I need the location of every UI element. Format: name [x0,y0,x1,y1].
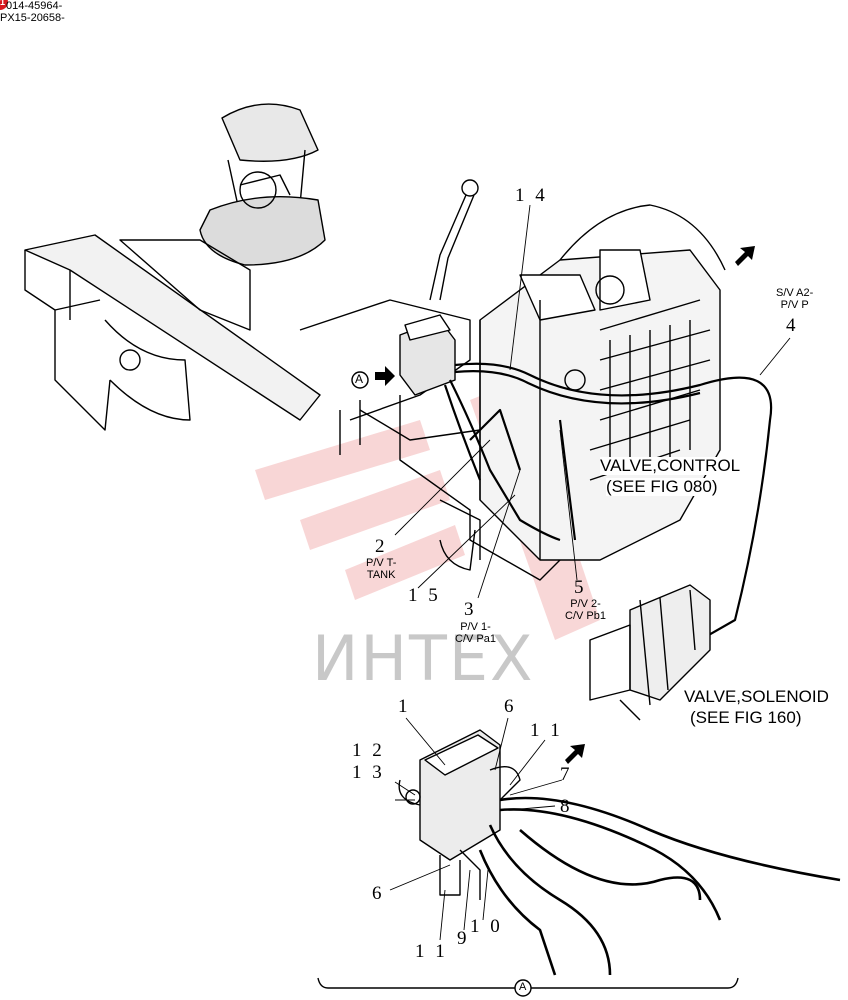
watermark-text: ИНТЕХ [312,622,535,695]
detail-callout-11b: 1 1 [415,941,448,962]
red-badge: 1 [0,0,8,10]
view-marker-detail: A [519,981,527,993]
callout-3-number: 3 [464,599,477,620]
detail-callout-6a: 6 [504,696,517,717]
hoses [443,362,773,641]
view-marker-circle [351,371,369,389]
solenoid-valve-ref-line1: VALVE,SOLENOID [684,687,829,706]
callout-3-text: P/V 1- C/V Pa1 [455,621,496,645]
control-valve-block [479,204,726,561]
solenoid-valve-ref-line2: (SEE FIG 160) [690,708,802,727]
arrow-northeast-icon-2 [565,744,585,764]
detail-marker-circle [514,979,532,997]
detail-callout-13: 1 3 [352,762,385,783]
leader-lines [389,204,791,941]
drawing-code-1: 014-45964- [6,0,63,12]
callout-5-text: P/V 2- C/V Pb1 [565,598,606,622]
callout-2-text: P/V T- TANK [366,557,397,581]
detail-bracket [317,977,739,989]
detail-callout-12: 1 2 [352,740,385,761]
control-valve-ref-line1: VALVE,CONTROL [600,456,741,475]
frame-bracket [24,234,471,455]
callout-4-text: S/V A2- P/V P [776,287,814,311]
detail-callout-1: 1 [398,696,411,717]
detail-callout-10: 1 0 [470,916,503,937]
callout-15-number: 1 5 [408,585,441,606]
lower-frame [359,395,561,581]
solenoid-valve [589,584,711,721]
control-lever [429,179,479,301]
detail-view-a [398,729,841,976]
pilot-valve [399,314,456,396]
view-marker-main: A [355,372,364,386]
detail-callout-8: 8 [560,796,573,817]
detail-callout-11a: 1 1 [530,720,563,741]
arrow-northeast-icon [735,246,755,266]
operator-seat [199,103,326,266]
drawing-code-2: PX15-20658- [0,12,65,24]
control-valve-ref-line2: (SEE FIG 080) [606,477,718,496]
arrow-right-icon [375,366,395,386]
callout-5-number: 5 [574,577,587,598]
callout-2-number: 2 [375,536,388,557]
detail-callout-6b: 6 [372,883,385,904]
arrow-icons [375,246,755,764]
callout-14-number: 1 4 [515,185,548,206]
detail-callout-9: 9 [457,928,470,949]
callout-4-number: 4 [786,315,799,336]
detail-callout-7: 7 [560,764,573,785]
